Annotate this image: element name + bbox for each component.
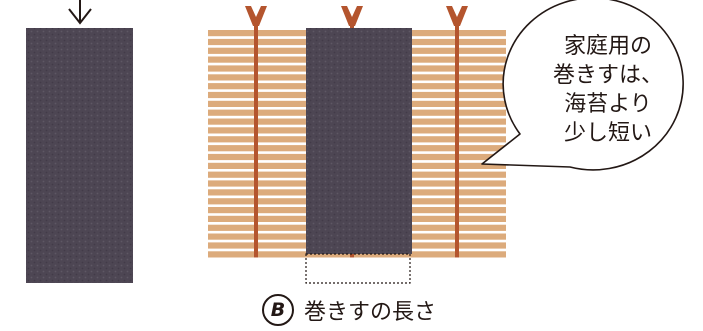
figure-caption: B 巻きすの長さ — [262, 290, 436, 330]
speech-bubble-line: 家庭用の — [563, 34, 652, 59]
overhang-dotted-outline — [305, 253, 411, 284]
caption-badge: B — [262, 294, 294, 326]
nori-sheet — [26, 28, 133, 283]
mat-slat — [208, 251, 506, 258]
nori-on-mat — [306, 28, 412, 254]
mat-string — [455, 22, 459, 258]
speech-bubble-text: 家庭用の 巻きすは、 海苔より 少し短い — [533, 32, 683, 148]
caption-text: 巻きすの長さ — [304, 300, 437, 325]
v-notch-icon — [245, 6, 267, 26]
mat-string — [254, 22, 258, 258]
speech-bubble — [481, 0, 684, 171]
speech-bubble-line: 巻きすは、 — [552, 63, 663, 88]
speech-bubble-line: 海苔より — [564, 92, 652, 117]
v-notch-icon — [446, 6, 468, 26]
down-arrow-icon — [68, 0, 92, 25]
mat-marker-group — [245, 6, 468, 26]
speech-bubble-line: 少し短い — [563, 121, 652, 146]
v-notch-icon — [341, 6, 363, 26]
